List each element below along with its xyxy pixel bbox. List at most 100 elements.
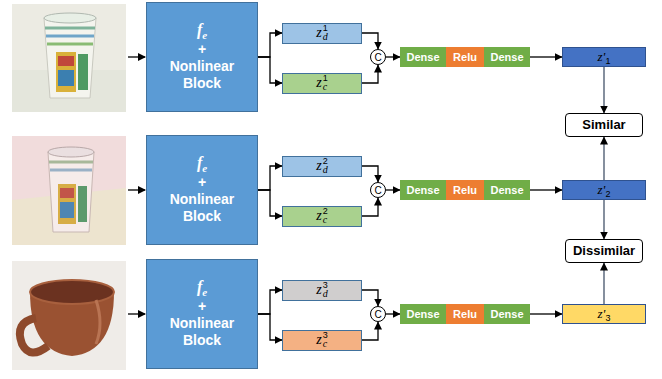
result-box: Dissimilar xyxy=(565,239,643,263)
text-wrap: Dense xyxy=(490,184,523,196)
text-wrap: C xyxy=(374,309,381,320)
concat-circle: C xyxy=(370,49,386,65)
connector-arrow xyxy=(530,56,562,57)
superscript: 2 xyxy=(323,208,328,216)
feature-vector: z2c xyxy=(282,206,362,227)
subscript: 1 xyxy=(605,56,610,66)
symbol: f xyxy=(197,154,202,171)
text-wrap: C xyxy=(374,52,381,63)
symbol: z xyxy=(316,25,321,41)
symbol: f xyxy=(197,278,202,295)
text-wrap: z2c xyxy=(316,208,327,224)
text-wrap: Dense xyxy=(406,308,439,320)
subscript: c xyxy=(323,340,327,349)
dense-layer: Dense xyxy=(400,180,446,200)
connector-arrow xyxy=(258,290,282,314)
node-label: C xyxy=(374,52,381,63)
embedding-vector: z'3 xyxy=(562,304,646,324)
index-stack: 3c xyxy=(323,332,328,348)
text-wrap: z1c xyxy=(316,75,327,91)
text-wrap: Dense xyxy=(490,308,523,320)
text-wrap: z'3 xyxy=(598,306,611,322)
symbol: z xyxy=(316,158,321,174)
text-wrap: z1d xyxy=(316,25,327,41)
text-wrap: z2d xyxy=(316,158,327,174)
text-wrap: z3d xyxy=(316,282,327,298)
subscript: 2 xyxy=(605,189,610,199)
subscript: d xyxy=(323,166,328,175)
text-wrap: Relu xyxy=(453,51,477,63)
node-label: C xyxy=(374,185,381,196)
subscript: e xyxy=(202,286,207,298)
symbol: z xyxy=(316,282,321,298)
superscript: 1 xyxy=(323,25,328,33)
connector-arrow xyxy=(530,189,562,190)
feature-vector: z3d xyxy=(282,280,362,301)
text-wrap: Dense xyxy=(490,51,523,63)
index-stack: 2c xyxy=(323,208,328,224)
node-label: Dense xyxy=(406,51,439,63)
symbol: z' xyxy=(598,182,606,198)
index-stack: 1c xyxy=(323,75,328,91)
cup-photo xyxy=(12,4,126,112)
connector-arrow xyxy=(386,189,400,190)
superscript: 3 xyxy=(323,282,328,290)
node-label: Similar xyxy=(582,118,625,132)
symbol-line: fe xyxy=(197,154,207,174)
symbol-line: fe xyxy=(197,278,207,298)
feature-vector: z3c xyxy=(282,330,362,351)
text-wrap: Dissimilar xyxy=(573,244,635,258)
node-label: Relu xyxy=(453,184,477,196)
text-wrap: Relu xyxy=(453,308,477,320)
symbol-line: fe xyxy=(197,21,207,41)
connector-arrow xyxy=(258,33,282,57)
block-label: Nonlinear Block xyxy=(160,315,244,350)
connector-arrow xyxy=(258,314,282,340)
subscript: d xyxy=(323,290,328,299)
connector-arrow xyxy=(258,190,282,216)
encoder-block: fe+Nonlinear Block xyxy=(146,259,258,369)
connector-arrow xyxy=(258,166,282,190)
dense-layer: Dense xyxy=(484,180,530,200)
relu-layer: Relu xyxy=(446,304,484,324)
connector-arrow xyxy=(603,263,604,304)
subscript: 3 xyxy=(605,313,610,323)
concat-circle: C xyxy=(370,182,386,198)
text-wrap: C xyxy=(374,185,381,196)
text-wrap: Dense xyxy=(406,51,439,63)
connector-arrow xyxy=(530,313,562,314)
symbol: z xyxy=(316,332,321,348)
connector-arrow xyxy=(362,290,378,306)
node-label: Dense xyxy=(490,308,523,320)
relu-layer: Relu xyxy=(446,180,484,200)
dense-layer: Dense xyxy=(484,304,530,324)
text-wrap: fe+Nonlinear Block xyxy=(160,21,244,93)
superscript: 3 xyxy=(323,332,328,340)
text-wrap: z3c xyxy=(316,332,327,348)
plus-sign: + xyxy=(198,174,206,191)
dense-layer: Dense xyxy=(484,47,530,67)
symbol: f xyxy=(197,21,202,38)
text-wrap: z'1 xyxy=(598,49,611,65)
subscript: c xyxy=(323,216,327,225)
node-label: Relu xyxy=(453,308,477,320)
text-wrap: Similar xyxy=(582,118,625,132)
symbol: z' xyxy=(598,49,606,65)
result-box: Similar xyxy=(565,113,643,137)
mug-photo xyxy=(12,261,126,370)
text-wrap: fe+Nonlinear Block xyxy=(160,154,244,226)
node-label: Dense xyxy=(406,308,439,320)
node-label: C xyxy=(374,309,381,320)
input-arrow xyxy=(128,189,145,190)
block-label: Nonlinear Block xyxy=(160,191,244,226)
connector-arrow xyxy=(386,56,400,57)
embedding-vector: z'1 xyxy=(562,47,646,67)
superscript: 1 xyxy=(323,75,328,83)
index-stack: 1d xyxy=(323,25,328,41)
connector-arrow xyxy=(362,65,378,83)
node-label: Dense xyxy=(490,51,523,63)
connector-arrow xyxy=(386,313,400,314)
superscript: 2 xyxy=(323,158,328,166)
connector-arrow xyxy=(258,57,282,83)
relu-layer: Relu xyxy=(446,47,484,67)
